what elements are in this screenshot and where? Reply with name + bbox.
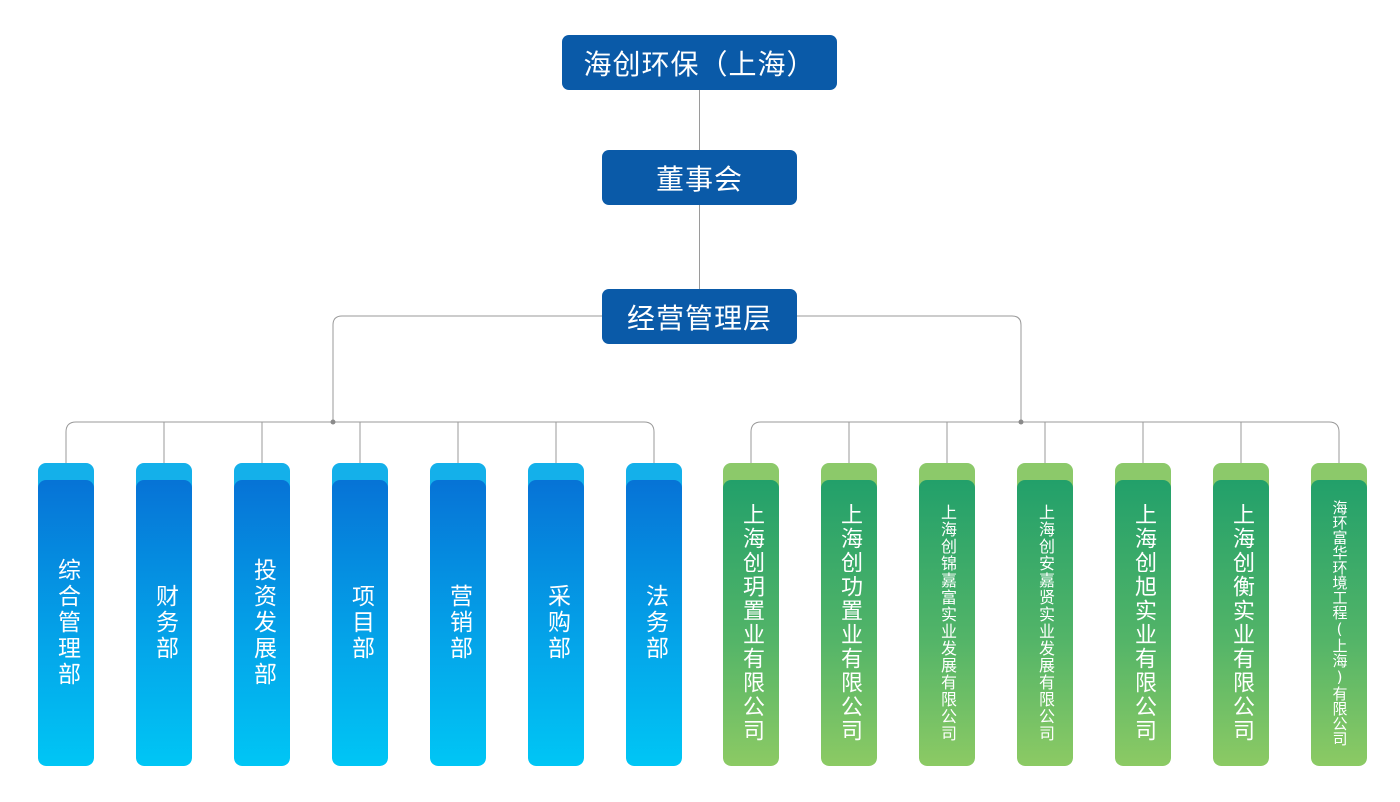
subsidiary-chuangheng: 上海创衡实业有限公司 <box>1213 463 1269 766</box>
subsidiary-haihuan-fuhua: 海环富华环境工程(上海)有限公司 <box>1311 463 1367 766</box>
department-label: 营销部 <box>445 584 472 662</box>
department-projects: 项目部 <box>332 463 388 766</box>
subsidiary-label: 上海创锦嘉富实业发展有限公司 <box>938 504 957 742</box>
department-legal: 法务部 <box>626 463 682 766</box>
department-general-management: 综合管理部 <box>38 463 94 766</box>
subsidiary-label: 上海创功置业有限公司 <box>837 503 862 743</box>
subsidiary-chuangan: 上海创安嘉贤实业发展有限公司 <box>1017 463 1073 766</box>
subsidiary-chuangjin: 上海创锦嘉富实业发展有限公司 <box>919 463 975 766</box>
subsidiary-label: 上海创衡实业有限公司 <box>1229 503 1254 743</box>
department-investment-development: 投资发展部 <box>234 463 290 766</box>
management-label: 经营管理层 <box>626 301 772 335</box>
subsidiary-chuangyue: 上海创玥置业有限公司 <box>723 463 779 766</box>
subsidiary-chuangxu: 上海创旭实业有限公司 <box>1115 463 1171 766</box>
connector-mgmt-left <box>332 315 602 422</box>
subsidiary-label: 上海创玥置业有限公司 <box>739 503 764 743</box>
department-label: 法务部 <box>641 584 668 662</box>
department-finance: 财务部 <box>136 463 192 766</box>
department-marketing: 营销部 <box>430 463 486 766</box>
department-label: 采购部 <box>543 584 570 662</box>
company-label: 海创环保（上海） <box>583 47 816 81</box>
connector-mgmt-right <box>797 315 1022 422</box>
junction-dot-right <box>1018 419 1024 425</box>
subsidiary-label: 上海创安嘉贤实业发展有限公司 <box>1036 504 1055 742</box>
subsidiary-label: 海环富华环境工程(上海)有限公司 <box>1330 500 1349 746</box>
management-node: 经营管理层 <box>602 289 797 344</box>
department-label: 财务部 <box>151 584 178 662</box>
subsidiary-label: 上海创旭实业有限公司 <box>1131 503 1156 743</box>
department-label: 项目部 <box>347 584 374 662</box>
company-node: 海创环保（上海） <box>562 35 837 90</box>
junction-dot-left <box>330 419 336 425</box>
board-node: 董事会 <box>602 150 797 205</box>
subsidiary-chuanggong: 上海创功置业有限公司 <box>821 463 877 766</box>
department-label: 综合管理部 <box>53 558 80 688</box>
board-label: 董事会 <box>655 162 743 196</box>
department-label: 投资发展部 <box>249 558 276 688</box>
department-procurement: 采购部 <box>528 463 584 766</box>
